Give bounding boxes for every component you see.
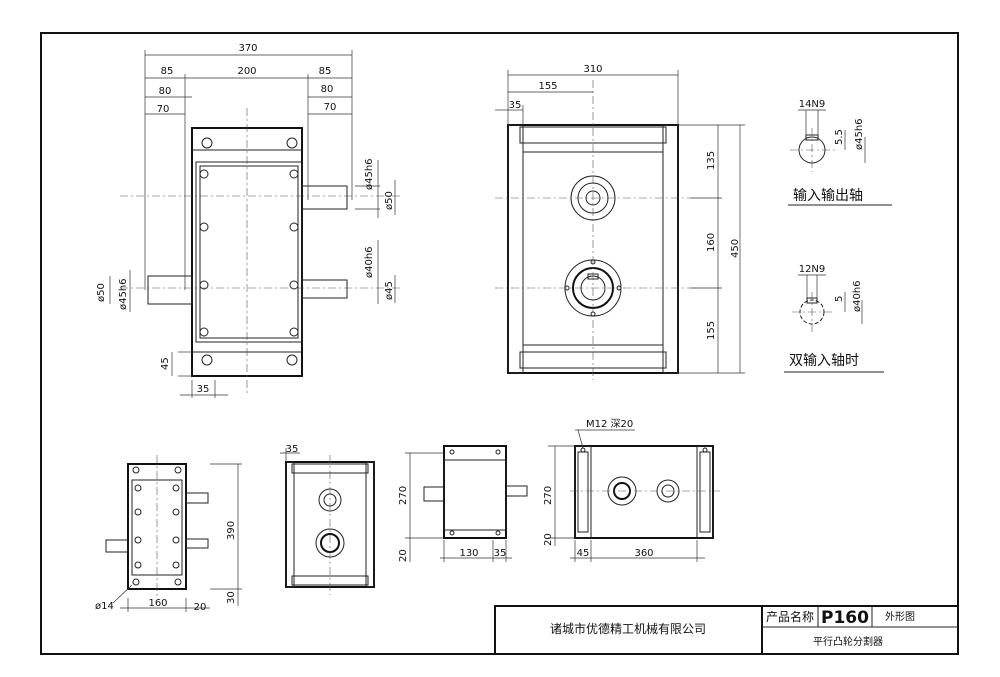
side-dim-30: 30 — [226, 591, 237, 604]
product-name-label: 产品名称 — [766, 609, 814, 624]
side-dim-390: 390 — [226, 521, 237, 540]
dim-155-top: 155 — [538, 81, 557, 92]
v4-dim-20: 20 — [543, 533, 554, 546]
dim-foot-45: 45 — [160, 357, 171, 370]
shaft-left — [147, 275, 193, 305]
shaft-detail-io: 14N9 5.5 ø45h6 输入输出轴 — [788, 99, 892, 206]
dual-shaft-dia: ø40h6 — [852, 280, 863, 312]
dim-foot-35: 35 — [197, 384, 210, 395]
dim-200: 200 — [237, 66, 256, 77]
dim-155-bottom: 155 — [706, 321, 717, 340]
side-dim-20: 20 — [194, 602, 207, 613]
dim-370: 370 — [238, 43, 257, 54]
v3-dim-270: 270 — [398, 486, 409, 505]
dim-shaft-mid-45: ø45 — [384, 281, 395, 300]
dim-80-left: 80 — [159, 86, 172, 97]
v4-dim-270: 270 — [543, 486, 554, 505]
dim-shaft-mid-h6: ø40h6 — [364, 246, 375, 278]
dim-shaft-top-h6: ø45h6 — [364, 158, 375, 190]
io-key-depth: 5.5 — [834, 129, 845, 145]
dim-70-left: 70 — [157, 104, 170, 115]
small-view-side: 390 160 ø14 20 30 — [95, 455, 242, 613]
dim-160: 160 — [706, 233, 717, 252]
drawing-type: 外形图 — [885, 611, 915, 623]
small-view-front: 35 — [280, 444, 375, 595]
dim-310: 310 — [583, 64, 602, 75]
dim-85-right: 85 — [319, 66, 332, 77]
small-view-end: M12 深20 270 20 45 360 — [543, 418, 720, 562]
dim-shaft-left-h6: ø45h6 — [118, 278, 129, 310]
dim-70-right: 70 — [324, 102, 337, 113]
v4-dim-45: 45 — [577, 548, 590, 559]
dim-450: 450 — [730, 239, 741, 258]
dim-shaft-left-50: ø50 — [96, 283, 107, 302]
top-view: 370 85 200 85 80 80 70 70 ø45h6 ø50 ø40h… — [96, 43, 400, 398]
dual-key-width: 12N9 — [799, 264, 826, 275]
v3-dim-35: 35 — [494, 548, 507, 559]
title-block: 诸城市优德精工机械有限公司 产品名称 P160 外形图 平行凸轮分割器 — [494, 605, 959, 655]
v4-dim-360: 360 — [634, 548, 653, 559]
model-number: P160 — [821, 608, 869, 628]
dim-85-left: 85 — [161, 66, 174, 77]
sheet-border — [40, 32, 959, 655]
top-shaft-right — [301, 185, 348, 210]
shaft-detail-dual: 12N9 5 ø40h6 双输入轴时 — [784, 264, 884, 373]
io-label: 输入输出轴 — [793, 188, 863, 204]
side-dim-160: 160 — [148, 598, 167, 609]
v3-dim-20: 20 — [398, 549, 409, 562]
company-name: 诸城市优德精工机械有限公司 — [550, 621, 706, 636]
v3-dim-130: 130 — [459, 548, 478, 559]
io-key-width: 14N9 — [799, 99, 826, 110]
dual-label: 双输入轴时 — [789, 353, 859, 369]
dim-35: 35 — [509, 100, 522, 111]
small-view-top: 270 20 130 35 — [398, 445, 528, 562]
v2-dim-35: 35 — [286, 444, 299, 455]
dim-shaft-top-50: ø50 — [384, 191, 395, 210]
mid-shaft-right — [301, 279, 348, 299]
dim-80-right: 80 — [321, 84, 334, 95]
front-view: 310 155 35 135 160 155 450 — [495, 64, 745, 380]
v4-thread-note: M12 深20 — [586, 418, 633, 430]
dim-135: 135 — [706, 151, 717, 170]
product-type: 平行凸轮分割器 — [813, 635, 883, 648]
side-dim-hole: ø14 — [95, 601, 114, 612]
dual-key-depth: 5 — [834, 296, 845, 302]
io-shaft-dia: ø45h6 — [854, 118, 865, 150]
